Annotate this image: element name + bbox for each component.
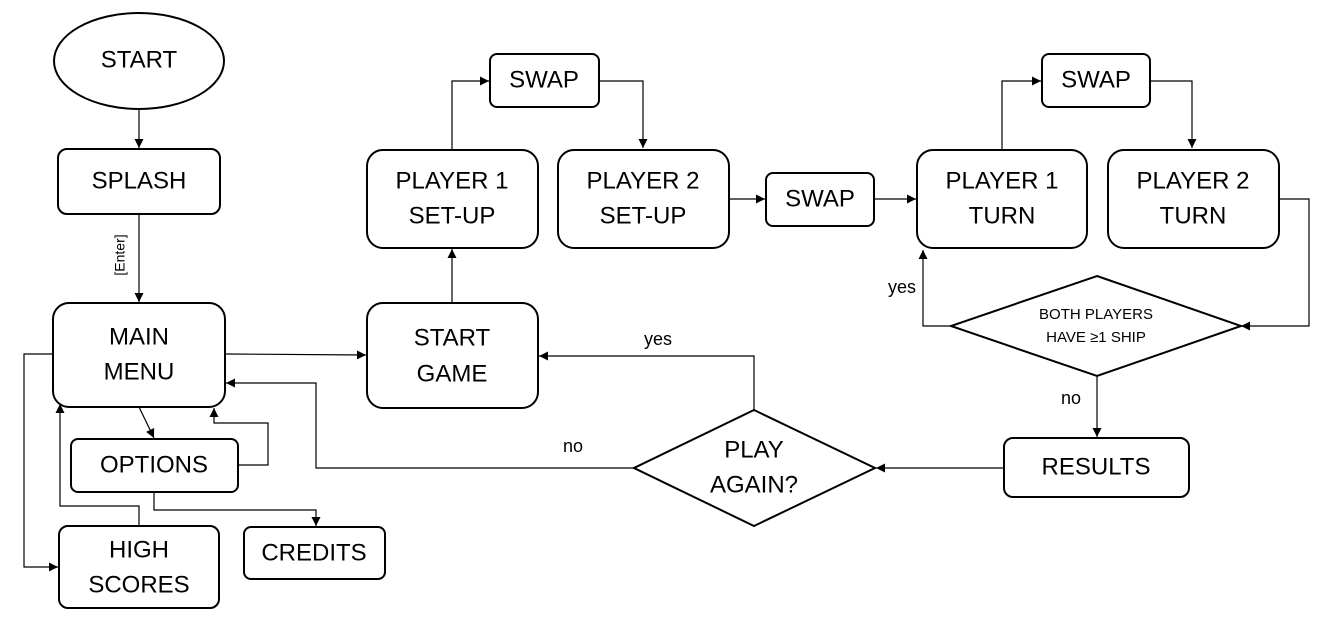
node-both-players-check: BOTH PLAYERS HAVE ≥1 SHIP (947, 274, 1245, 378)
edge-check-p1turn-yes (918, 250, 951, 327)
node-swap-turn-label: SWAP (1061, 66, 1131, 93)
node-credits: CREDITS (243, 526, 386, 580)
node-start-label: START (101, 46, 178, 73)
edge-mainmenu-options (138, 406, 155, 439)
node-start: START (53, 12, 225, 110)
edge-playagain-startgame-yes (539, 351, 755, 410)
node-options-label: OPTIONS (100, 451, 208, 478)
node-splash: SPLASH (57, 148, 221, 215)
node-player2-turn-line2: TURN (1160, 202, 1227, 229)
node-main-menu-line1: MAIN (109, 323, 169, 350)
node-main-menu-line2: MENU (104, 358, 175, 385)
node-play-again-line2: AGAIN? (710, 471, 798, 498)
edge-swapturn-p2turn (1150, 80, 1197, 148)
node-player1-turn-line2: TURN (969, 202, 1036, 229)
node-start-game-line1: START (414, 324, 491, 351)
edge-label-no-again: no (563, 436, 583, 456)
edge-p2turn-check (1241, 198, 1310, 331)
edge-options-credits (153, 492, 321, 526)
edge-mainmenu-startgame (225, 350, 367, 360)
node-swap-setup-label: SWAP (509, 66, 579, 93)
node-high-scores: HIGH SCORES (58, 525, 220, 609)
node-player1-setup-line2: SET-UP (409, 202, 496, 229)
node-player1-turn: PLAYER 1 TURN (916, 149, 1088, 249)
node-player2-setup: PLAYER 2 SET-UP (557, 149, 730, 249)
edge-label-enter: [Enter] (112, 234, 128, 275)
node-player1-turn-line1: PLAYER 1 (946, 167, 1059, 194)
edge-p1turn-swapturn (1001, 76, 1041, 149)
node-play-again-line1: PLAY (724, 436, 784, 463)
node-start-game: START GAME (366, 302, 539, 409)
node-both-players-line2: HAVE ≥1 SHIP (1046, 329, 1146, 346)
node-player1-setup-line1: PLAYER 1 (396, 167, 509, 194)
node-main-menu: MAIN MENU (52, 302, 226, 408)
edge-highscores-mainmenu (55, 404, 140, 525)
nodes: START SPLASH MAIN MENU OPTIONS HIGH SCOR… (52, 12, 1280, 609)
edge-options-mainmenu (209, 408, 269, 466)
node-swap-middle-label: SWAP (785, 185, 855, 212)
edges (23, 76, 1310, 572)
node-splash-label: SPLASH (92, 167, 187, 194)
node-player2-setup-line2: SET-UP (600, 202, 687, 229)
node-swap-middle: SWAP (765, 172, 875, 227)
node-play-again: PLAY AGAIN? (631, 408, 878, 528)
node-results: RESULTS (1003, 437, 1190, 498)
node-high-scores-line2: SCORES (88, 571, 189, 598)
node-options: OPTIONS (70, 438, 239, 493)
edge-playagain-mainmenu-no (226, 378, 634, 469)
node-results-label: RESULTS (1042, 453, 1151, 480)
edge-mainmenu-highscores (23, 353, 58, 572)
node-player2-setup-line1: PLAYER 2 (587, 167, 700, 194)
node-player2-turn: PLAYER 2 TURN (1107, 149, 1280, 249)
node-swap-turn: SWAP (1041, 53, 1151, 108)
edge-swap-p2setup (599, 80, 648, 148)
edge-labels: [Enter] yes no yes no (112, 234, 1081, 455)
node-start-game-line2: GAME (417, 360, 488, 387)
edge-label-yes-again: yes (644, 329, 672, 349)
node-credits-label: CREDITS (261, 539, 366, 566)
edge-label-no-ship: no (1061, 388, 1081, 408)
node-high-scores-line1: HIGH (109, 536, 169, 563)
node-swap-setup: SWAP (489, 53, 600, 108)
node-both-players-line1: BOTH PLAYERS (1039, 306, 1153, 323)
edge-label-yes-ship: yes (888, 277, 916, 297)
node-player2-turn-line1: PLAYER 2 (1137, 167, 1250, 194)
edge-p1setup-swap (451, 76, 489, 149)
node-player1-setup: PLAYER 1 SET-UP (366, 149, 539, 249)
